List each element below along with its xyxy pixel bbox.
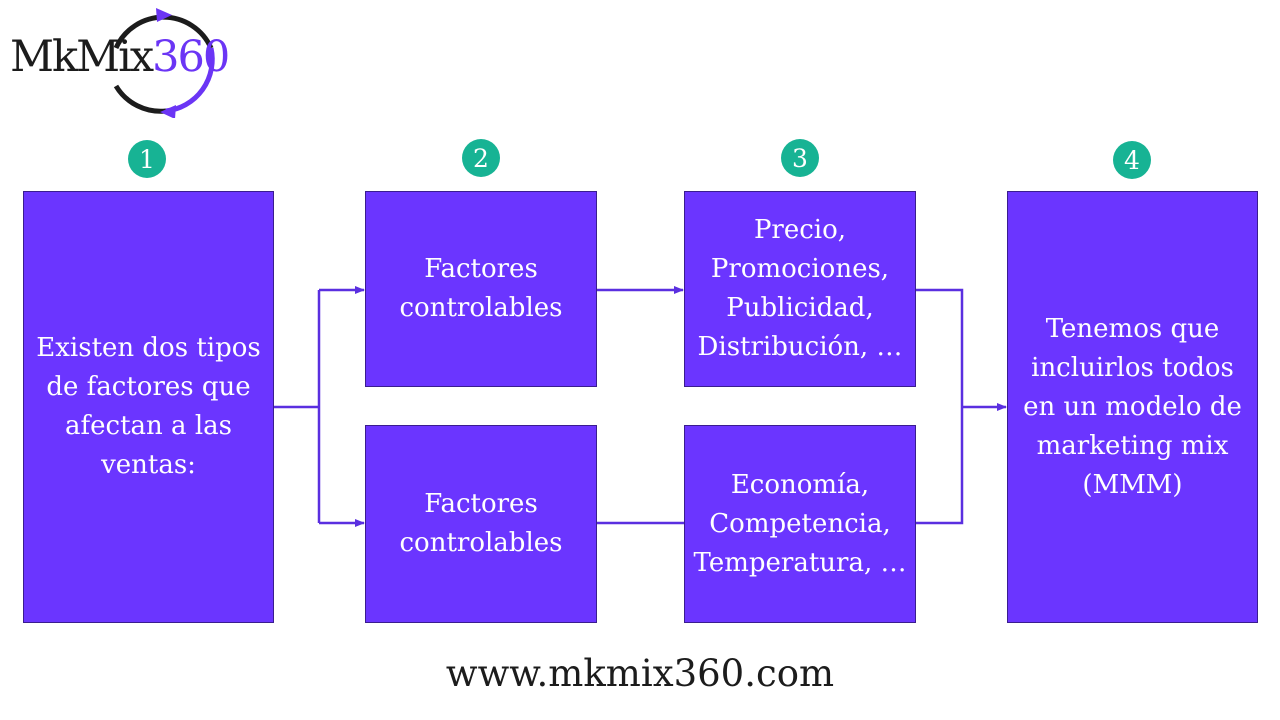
intro-text: Existen dos tipos de factores que afecta…	[36, 333, 261, 480]
conclusion-text: Tenemos que incluirlos todos en un model…	[1023, 313, 1242, 500]
step-badge-4: 4	[1113, 141, 1151, 179]
logo-ring-icon	[113, 8, 215, 118]
marketing-variables-text: Precio, Promociones, Publicidad, Distrib…	[697, 215, 903, 362]
conclusion-box: Tenemos que incluirlos todos en un model…	[1007, 191, 1258, 623]
controllable-factors-box-bottom: Factores controlables	[365, 425, 597, 623]
logo-wordmark: MkMix360	[10, 36, 230, 79]
external-variables-text: Economía, Competencia, Temperatura, …	[693, 469, 907, 578]
footer-url: www.mkmix360.com	[445, 652, 835, 695]
step-badge-2: 2	[462, 139, 500, 177]
logo-text-number: 360	[152, 32, 230, 82]
controllable-factors-box-top: Factores controlables	[365, 191, 597, 387]
intro-box: Existen dos tipos de factores que afecta…	[23, 191, 274, 623]
external-variables-box: Economía, Competencia, Temperatura, …	[684, 425, 916, 623]
controllable-factors-text-bottom: Factores controlables	[399, 489, 563, 558]
controllable-factors-text-top: Factores controlables	[399, 254, 563, 323]
step-badge-1: 1	[128, 140, 166, 178]
logo: MkMix360	[6, 6, 236, 118]
logo-text-main: MkMix	[10, 32, 154, 82]
step-badge-3: 3	[781, 139, 819, 177]
marketing-variables-box: Precio, Promociones, Publicidad, Distrib…	[684, 191, 916, 387]
connector-merge	[916, 288, 964, 525]
